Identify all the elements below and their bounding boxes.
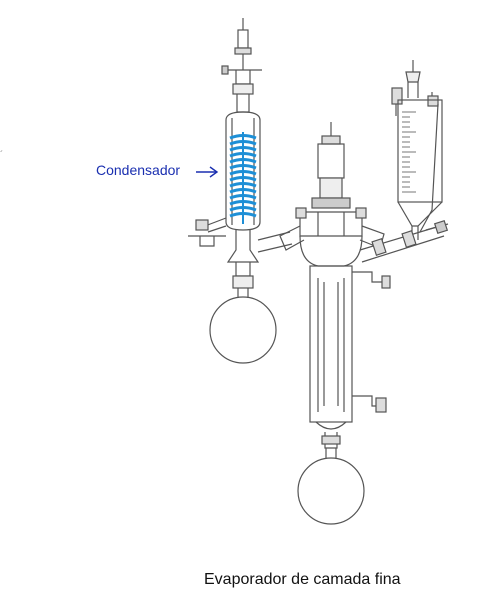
- feed-funnel: [359, 60, 449, 263]
- funnel-graduations: [402, 111, 416, 193]
- stray-mark: ´: [0, 150, 4, 161]
- receiving-flask-center: [297, 457, 365, 525]
- diagram-caption: Evaporador de camada fina: [204, 571, 401, 588]
- condenser-assembly: [188, 18, 293, 364]
- right-arrow-icon: [196, 166, 219, 178]
- receiving-flask-left: [209, 296, 277, 364]
- condenser-coil: [229, 132, 257, 224]
- evaporator-body: [279, 122, 391, 525]
- condenser-label: Condensador: [96, 162, 181, 178]
